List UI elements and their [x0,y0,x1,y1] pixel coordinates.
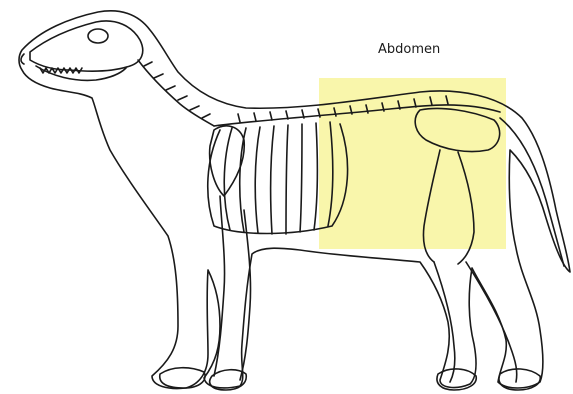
region-label-abdomen: Abdomen [378,42,440,57]
